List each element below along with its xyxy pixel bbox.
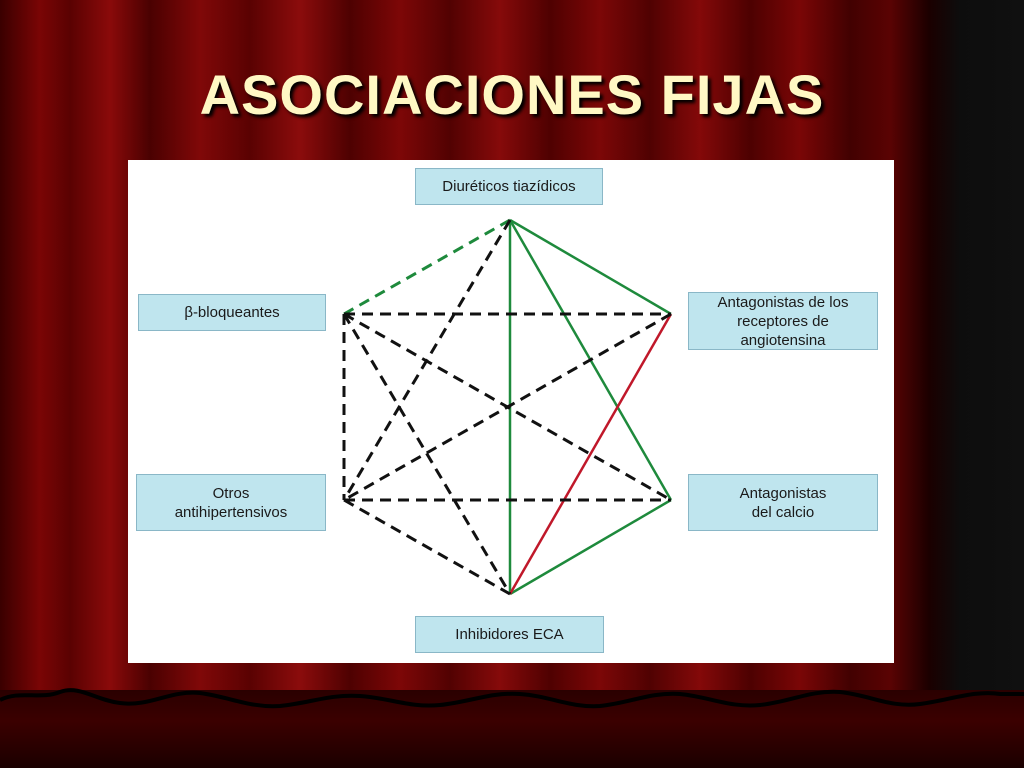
diagram-panel: Diuréticos tiazídicos β-bloqueantes Anta…	[128, 160, 894, 663]
node-ara2: Antagonistas de los receptores de angiot…	[688, 292, 878, 350]
edge-beta_bloqueantes-ieca	[342, 313, 512, 595]
edge-diureticos-beta_bloqueantes	[343, 218, 511, 316]
node-calcio: Antagonistas del calcio	[688, 474, 878, 531]
node-diureticos: Diuréticos tiazídicos	[415, 168, 603, 205]
node-ieca: Inhibidores ECA	[415, 616, 604, 653]
edge-calcio-ieca	[509, 498, 672, 596]
curtain-bottom-drape	[0, 690, 1024, 768]
node-otros: Otros antihipertensivos	[136, 474, 326, 531]
edge-ara2-ieca	[508, 313, 673, 595]
node-beta-bloqueantes: β-bloqueantes	[138, 294, 326, 331]
combination-diagram	[342, 218, 673, 596]
edge-diureticos-ara2	[509, 218, 672, 316]
edge-otros-ieca	[343, 498, 511, 596]
slide-title: ASOCIACIONES FIJAS	[199, 63, 825, 126]
edge-ara2-otros	[343, 312, 672, 502]
